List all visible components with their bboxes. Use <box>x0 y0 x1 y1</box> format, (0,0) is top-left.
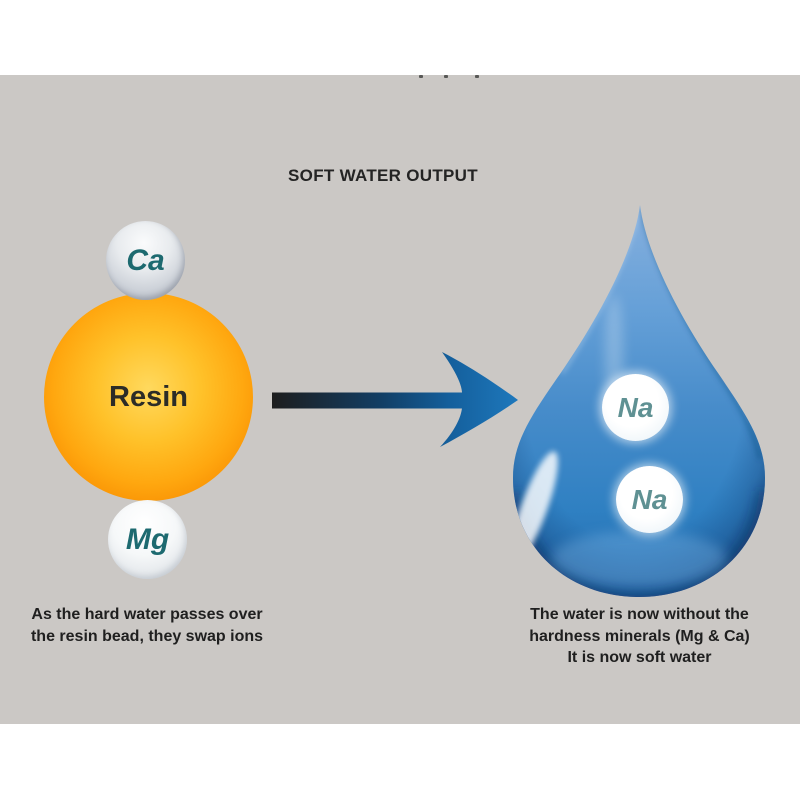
cropped-text-dot <box>475 75 479 78</box>
cropped-text-dot <box>419 75 423 78</box>
sodium-ion-ball-2: Na <box>616 466 683 533</box>
sodium-ion-label-2: Na <box>631 483 668 515</box>
droplet-bottom-backlight <box>551 531 727 587</box>
arrow-head <box>440 352 518 447</box>
resin-label: Resin <box>109 380 188 413</box>
right-caption: The water is now without the hardness mi… <box>529 606 750 666</box>
calcium-ion-label: Ca <box>126 243 165 277</box>
sodium-ion-ball-1: Na <box>602 374 669 441</box>
cropped-text-dot <box>444 75 448 78</box>
resin-bead: Resin <box>44 293 253 501</box>
magnesium-ion-ball: Mg <box>108 500 187 579</box>
calcium-ion-ball: Ca <box>106 221 185 300</box>
magnesium-ion-label: Mg <box>125 522 170 556</box>
diagram-title: SOFT WATER OUTPUT <box>288 166 478 185</box>
sodium-ion-label-1: Na <box>617 391 654 423</box>
arrow-shaft <box>272 392 463 409</box>
swap-arrow-icon <box>272 352 518 447</box>
left-caption: As the hard water passes over the resin … <box>30 606 264 645</box>
